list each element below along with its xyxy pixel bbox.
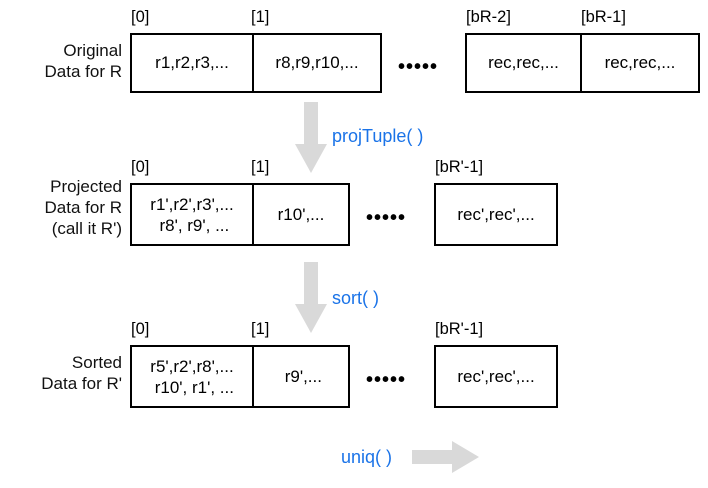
block-projected-bR-1: rec',rec',...: [434, 183, 558, 246]
block-sorted-bR-1: rec',rec',...: [434, 345, 558, 408]
block-sorted-bR-1-text: rec',rec',...: [457, 366, 535, 386]
index-label-original-bR-2: [bR-2]: [466, 8, 511, 26]
block-sorted-1-text: r9',...: [280, 366, 322, 386]
index-label-projected-bR-1: [bR'-1]: [435, 158, 484, 176]
block-projected-1-text: r10',...: [277, 204, 325, 224]
ellipsis-original: •••••: [398, 56, 439, 78]
block-projected-0: r1',r2',r3',... r8', r9', ...: [130, 183, 254, 246]
block-original-bR-1: rec,rec,...: [580, 33, 700, 93]
index-label-projected-1: [1]: [251, 158, 270, 176]
index-label-sorted-0: [0]: [131, 320, 150, 338]
ellipsis-projected: •••••: [366, 207, 407, 229]
row-label-projected: Projected Data for R (call it R'): [44, 177, 122, 238]
index-label-projected-0: [0]: [131, 158, 150, 176]
block-sorted-0-text: r5',r2',r8',... r10', r1', ...: [150, 356, 234, 397]
index-label-original-0: [0]: [131, 8, 150, 26]
op-label-sort: sort( ): [332, 288, 379, 308]
index-label-sorted-1: [1]: [251, 320, 270, 338]
block-projected-0-text: r1',r2',r3',... r8', r9', ...: [150, 194, 234, 235]
index-label-original-bR-1: [bR-1]: [581, 8, 626, 26]
row-label-original: Original Data for R: [44, 41, 122, 81]
block-sorted-0: r5',r2',r8',... r10', r1', ...: [130, 345, 254, 408]
row-label-sorted: Sorted Data for R': [41, 353, 122, 393]
block-original-0-text: r1,r2,r3,...: [155, 53, 229, 72]
op-label-uniq: uniq( ): [341, 447, 393, 467]
arrow-right-uniq: [412, 440, 480, 474]
arrow-down-sort: [294, 262, 328, 334]
block-original-bR-1-text: rec,rec,...: [604, 53, 676, 72]
block-projected-1: r10',...: [252, 183, 350, 246]
index-label-original-1: [1]: [251, 8, 270, 26]
block-original-1: r8,r9,r10,...: [252, 33, 382, 93]
arrow-down-projtuple: [294, 102, 328, 174]
index-label-sorted-bR-1: [bR'-1]: [435, 320, 484, 338]
block-original-bR-2-text: rec,rec,...: [488, 53, 559, 72]
block-original-1-text: r8,r9,r10,...: [275, 53, 359, 72]
ellipsis-sorted: •••••: [366, 369, 407, 391]
block-sorted-1: r9',...: [252, 345, 350, 408]
block-original-bR-2: rec,rec,...: [465, 33, 582, 93]
block-original-0: r1,r2,r3,...: [130, 33, 254, 93]
block-projected-bR-1-text: rec',rec',...: [457, 204, 535, 224]
op-label-projtuple: projTuple( ): [332, 126, 424, 146]
